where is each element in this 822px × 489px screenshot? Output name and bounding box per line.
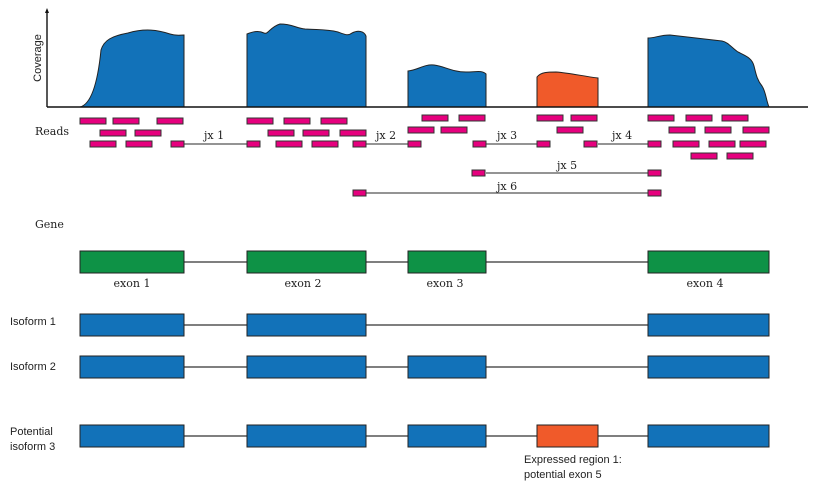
read: [685, 114, 713, 122]
isoform-1: Isoform 1: [10, 313, 770, 337]
read: [339, 129, 367, 137]
isoform-exon: [647, 424, 770, 448]
annotation-line2: potential exon 5: [524, 469, 602, 481]
isoform-exon: [407, 424, 487, 448]
reads-label: Reads: [35, 125, 69, 138]
isoform-exon: [246, 424, 367, 448]
exon-label-2: exon 2: [285, 277, 322, 290]
coverage-y-axis-arrow: [45, 8, 49, 13]
read: [407, 126, 435, 134]
read: [311, 140, 339, 148]
read: [267, 129, 295, 137]
isoform-exon: [647, 355, 770, 379]
read: [246, 140, 261, 148]
coverage-exon1: [79, 29, 185, 108]
isoform-2-label: Isoform 2: [10, 361, 56, 373]
read: [536, 114, 564, 122]
isoform-exon: [407, 355, 487, 379]
read: [352, 140, 367, 148]
reads-panel: Reads jx 1 jx 2 jx 3 jx 4 jx 5 jx 6: [35, 114, 770, 197]
read: [471, 169, 486, 177]
potential-exon-5: [536, 424, 599, 448]
junction-label-6: jx 6: [495, 180, 517, 193]
read: [742, 126, 770, 134]
read: [647, 169, 662, 177]
junction-label-3: jx 3: [495, 129, 517, 142]
read: [112, 117, 140, 125]
read: [721, 114, 749, 122]
isoform-exon: [79, 355, 185, 379]
coverage-exon4: [647, 34, 770, 108]
read: [320, 117, 348, 125]
read: [134, 129, 162, 137]
coverage-axis-label: Coverage: [32, 34, 44, 82]
read: [668, 126, 696, 134]
read: [583, 140, 598, 148]
gene-model: Gene exon 1 exon 2 exon 3 exon 4: [35, 218, 770, 290]
read: [79, 117, 107, 125]
coverage-exon3: [407, 64, 487, 108]
isoform-exon: [246, 355, 367, 379]
isoform-exon: [79, 424, 185, 448]
read: [739, 140, 767, 148]
read: [156, 117, 184, 125]
exon-label-1: exon 1: [114, 277, 151, 290]
read: [672, 140, 700, 148]
junction-label-4: jx 4: [610, 129, 632, 142]
read: [708, 140, 736, 148]
isoform-exon: [246, 313, 367, 337]
read: [472, 140, 487, 148]
isoform-3-label-line1: Potential: [10, 426, 53, 438]
coverage-expressed-region: [536, 71, 599, 108]
read: [170, 140, 185, 148]
read: [536, 140, 551, 148]
junction-label-5: jx 5: [555, 159, 577, 172]
read: [407, 140, 422, 148]
read: [246, 117, 274, 125]
read: [647, 114, 675, 122]
exon-label-4: exon 4: [687, 277, 724, 290]
read: [89, 140, 117, 148]
read: [421, 114, 449, 122]
isoform-exon: [647, 313, 770, 337]
isoform-2: Isoform 2: [10, 355, 770, 379]
read: [283, 117, 311, 125]
isoform-exon: [79, 313, 185, 337]
isoform-3-label-line2: isoform 3: [10, 441, 55, 453]
gene-exon-2: [246, 250, 367, 274]
gene-exon-4: [647, 250, 770, 274]
junction-label-1: jx 1: [202, 129, 224, 142]
read: [556, 126, 584, 134]
junction-label-2: jx 2: [374, 129, 396, 142]
isoform-1-label: Isoform 1: [10, 316, 56, 328]
read: [275, 140, 303, 148]
read: [302, 129, 330, 137]
read: [570, 114, 598, 122]
exon-label-3: exon 3: [427, 277, 464, 290]
read: [440, 126, 468, 134]
coverage-panel: Coverage: [32, 8, 808, 108]
gene-exon-3: [407, 250, 487, 274]
read: [726, 152, 754, 160]
read: [352, 189, 367, 197]
gene-exon-1: [79, 250, 185, 274]
read: [690, 152, 718, 160]
read: [458, 114, 486, 122]
gene-label: Gene: [35, 218, 64, 231]
read: [704, 126, 732, 134]
read: [99, 129, 127, 137]
coverage-exon2: [246, 23, 367, 108]
read: [125, 140, 153, 148]
isoform-3: Potential isoform 3 Expressed region 1: …: [10, 424, 770, 481]
read: [647, 189, 662, 197]
annotation-line1: Expressed region 1:: [524, 454, 622, 466]
read: [647, 140, 662, 148]
